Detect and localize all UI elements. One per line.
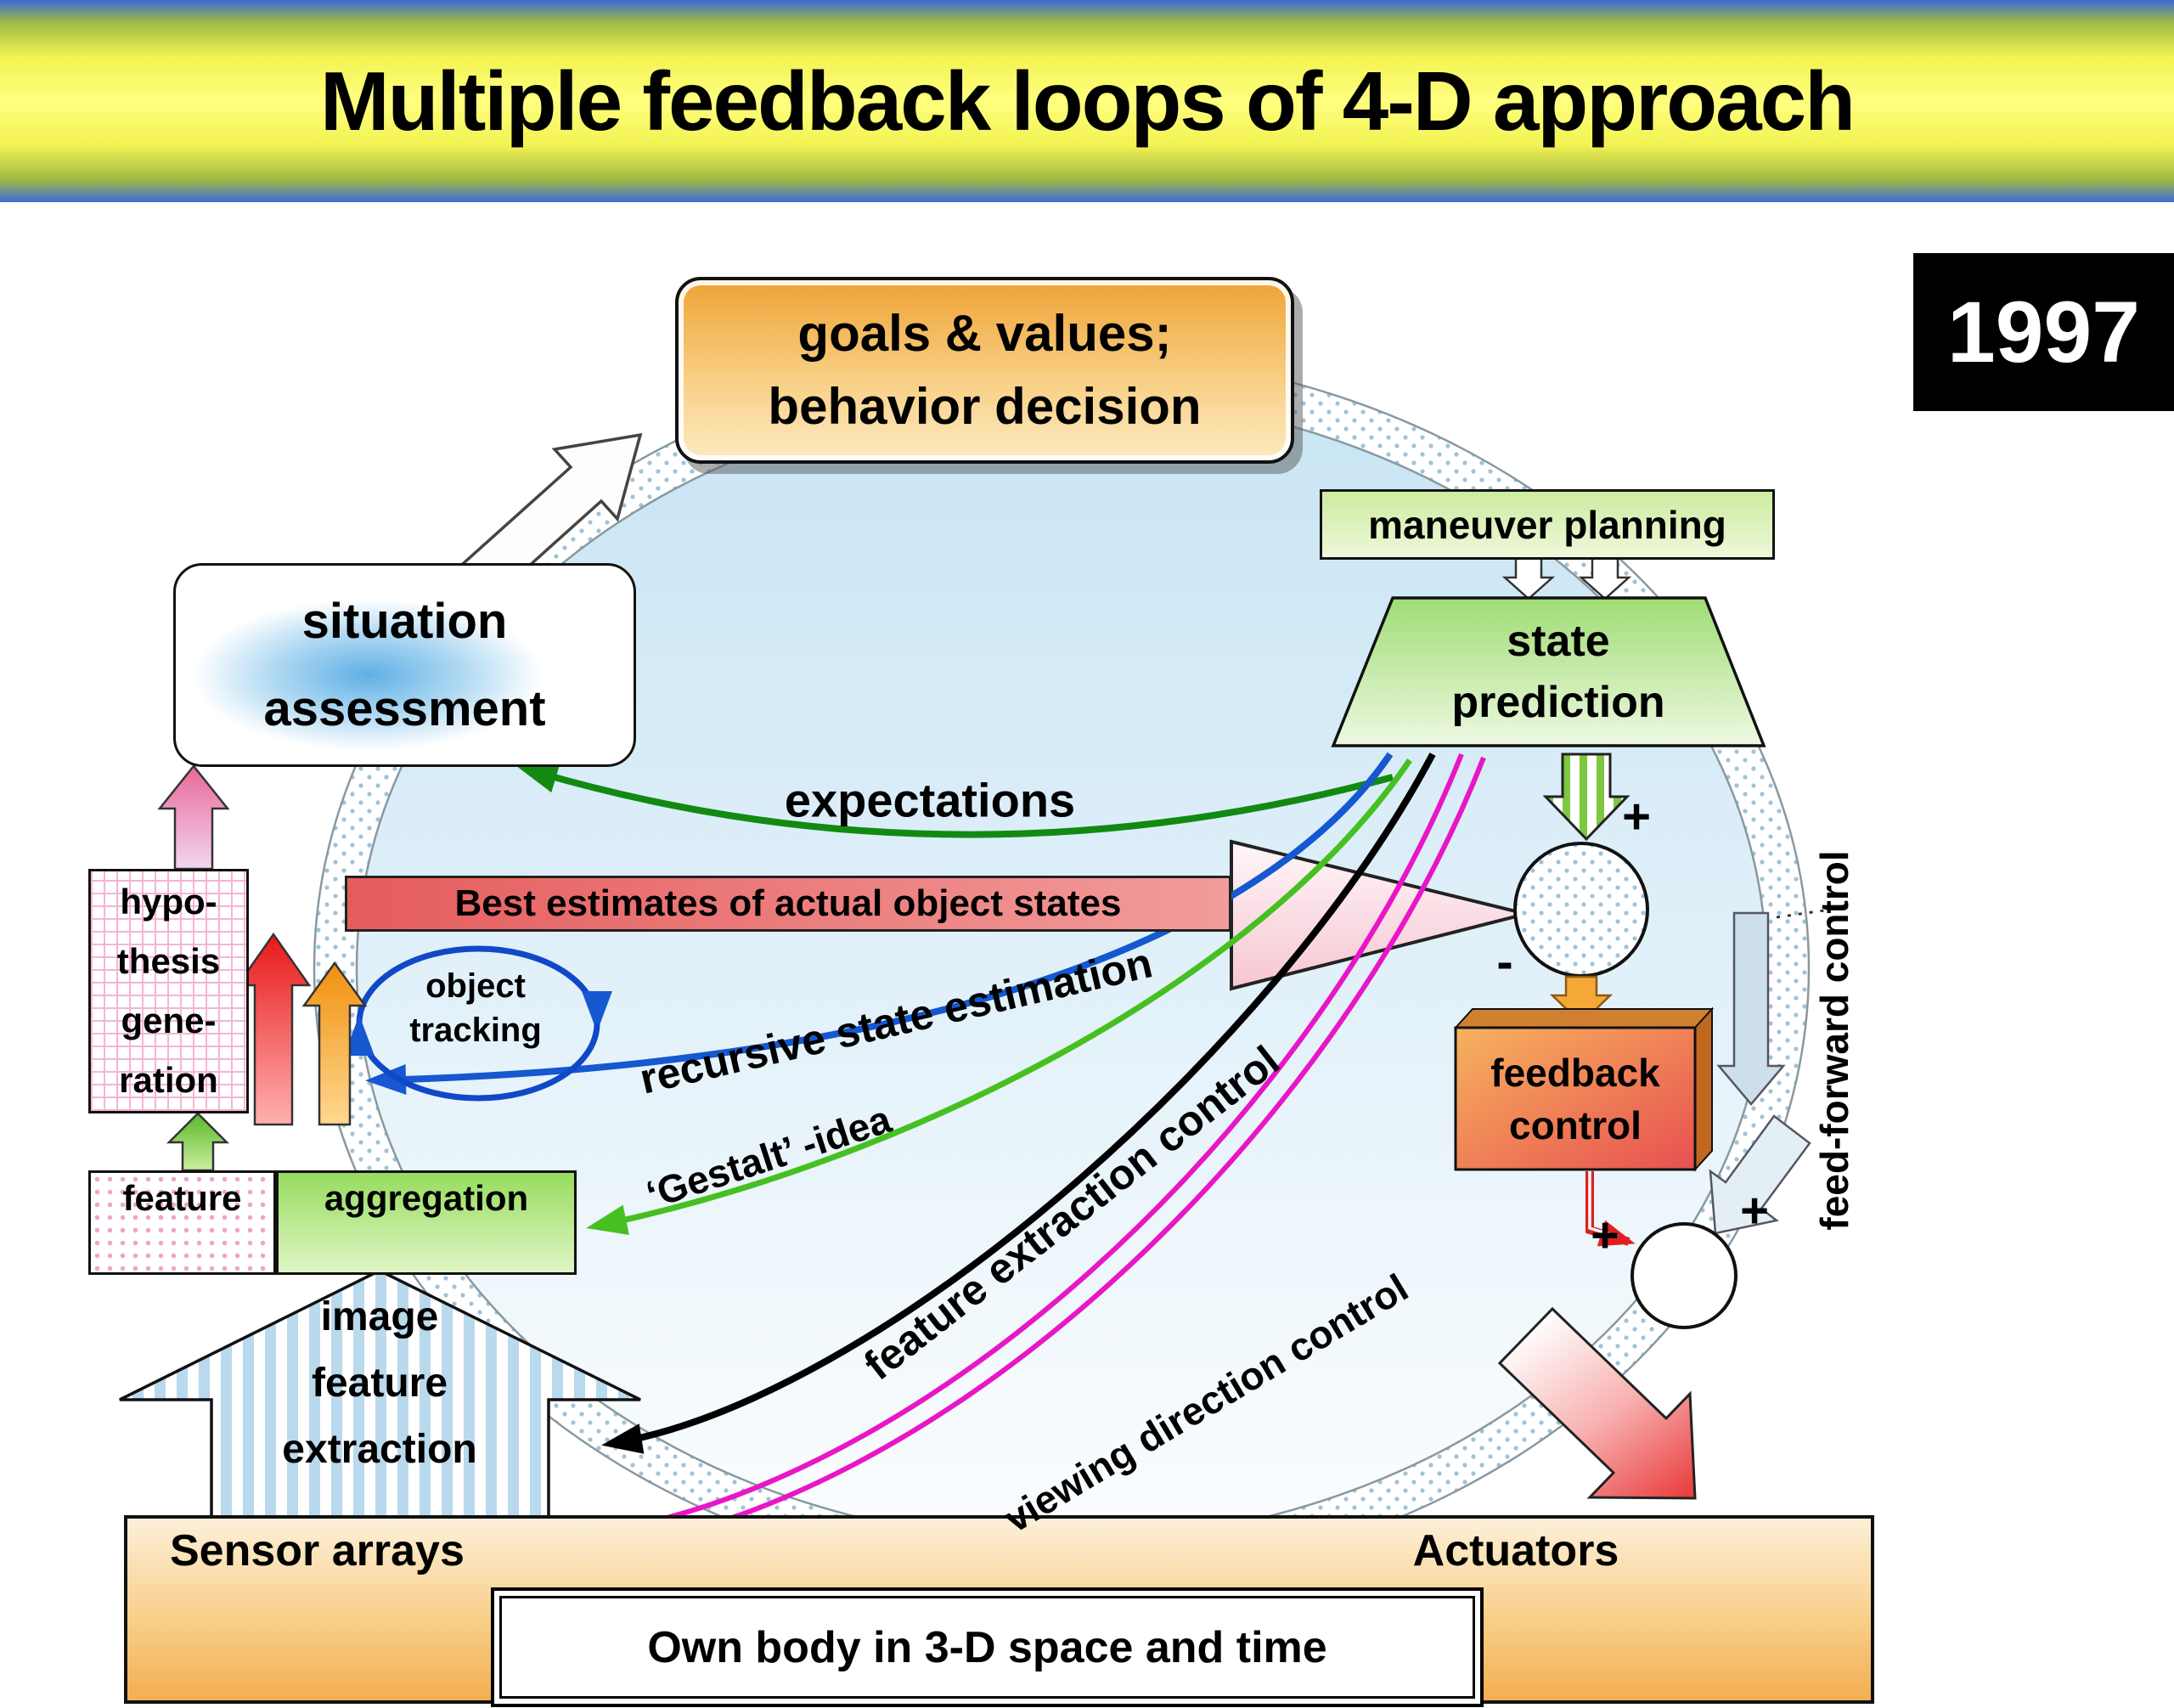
- state-prediction-label: state prediction: [1359, 598, 1758, 746]
- sensor-arrays-label: Sensor arrays: [170, 1526, 465, 1576]
- image-feature-extraction-label: image feature extraction: [197, 1284, 562, 1483]
- feedback-control-box-side: [1694, 1006, 1713, 1172]
- ife-line2: feature: [311, 1361, 448, 1406]
- plus-sign-top: +: [1622, 789, 1651, 844]
- gestalt-arrow: [586, 758, 1412, 1235]
- to-actuators-arrow: [1497, 1306, 1697, 1500]
- goals-values-box: goals & values; behavior decision: [675, 277, 1294, 464]
- goals-line1: goals & values;: [797, 305, 1172, 362]
- viewing-direction-control-arrow: [583, 756, 1486, 1562]
- expectations-arrow: [516, 763, 1394, 838]
- minus-sign: -: [1496, 934, 1513, 989]
- feedback-control-box-top: [1453, 1008, 1715, 1029]
- page-title: Multiple feedback loops of 4-D approach: [319, 54, 1856, 148]
- actuators-label: Actuators: [1412, 1526, 1619, 1576]
- state-prediction-shape: [1331, 596, 1766, 747]
- aggregation-up-red-arrow: [235, 932, 312, 1126]
- feed-forward-arrow: [1716, 911, 1786, 1106]
- feature-box: feature: [88, 1170, 276, 1275]
- feature-extraction-control-arrow: [601, 753, 1436, 1454]
- state-line1: state: [1507, 617, 1610, 666]
- situation-line1: situation: [301, 594, 508, 649]
- object-tracking-line1: object: [425, 967, 526, 1005]
- feature-to-hypothesis-arrow: [166, 1112, 230, 1172]
- viewing-direction-control-arrow: [579, 753, 1464, 1544]
- hypothesis-generation-box: hypo- thesis gene- ration: [88, 869, 249, 1113]
- ife-line3: extraction: [282, 1427, 477, 1472]
- feed-forward-to-node2-arrow: [1709, 1114, 1811, 1235]
- object-tracking-loop: [356, 945, 612, 1032]
- hypothesis-line4: ration: [119, 1060, 218, 1100]
- object-tracking-label: object tracking: [365, 964, 586, 1052]
- plus-sign-mid: +: [1591, 1208, 1619, 1263]
- goals-line2: behavior decision: [768, 378, 1202, 435]
- maneuver-to-state-arrow: [1501, 555, 1556, 600]
- situation-assessment-box: situation assessment: [173, 563, 636, 767]
- state-to-node-arrow: [1542, 753, 1630, 842]
- expectations-label: expectations: [784, 773, 1076, 827]
- state-line2: prediction: [1451, 678, 1665, 727]
- object-tracking-line2: tracking: [409, 1012, 542, 1049]
- maneuver-planning-box: maneuver planning: [1320, 489, 1775, 560]
- feedback-control-box: [1454, 1026, 1697, 1171]
- ife-line1: image: [320, 1294, 439, 1339]
- aggregation-box: aggregation: [276, 1170, 577, 1275]
- feedback-to-node2-arrow-inner: [1588, 1171, 1619, 1238]
- plus-sign-right: +: [1740, 1183, 1769, 1238]
- own-body-box: Own body in 3-D space and time: [499, 1596, 1475, 1699]
- hypothesis-line1: hypo-: [120, 882, 217, 922]
- maneuver-to-state-arrow: [1578, 555, 1632, 600]
- feedback-line2: control: [1509, 1102, 1642, 1147]
- title-bar: Multiple feedback loops of 4-D approach: [0, 0, 2174, 202]
- recursive-estimation-arrow: [365, 752, 1394, 1096]
- feedback-line1: feedback: [1490, 1050, 1660, 1095]
- hypothesis-line2: thesis: [116, 941, 221, 981]
- hypothesis-line3: gene-: [121, 1001, 217, 1040]
- year-badge: 1997: [1913, 253, 2174, 411]
- summation-node-1: [1513, 842, 1649, 978]
- best-estimates-bar: Best estimates of actual object states: [345, 876, 1231, 932]
- feedback-control-label: feedback control: [1456, 1028, 1695, 1170]
- situation-to-goals-arrow: [445, 432, 643, 614]
- feed-forward-control-label: feed-forward control: [1812, 850, 1856, 1231]
- situation-line2: assessment: [263, 681, 546, 736]
- summation-node-2: [1630, 1222, 1738, 1329]
- aggregation-up-orange-arrow: [301, 961, 368, 1126]
- object-tracking-loop: [344, 1015, 600, 1102]
- feed-forward-dotted-link: [1776, 909, 1825, 919]
- hypothesis-to-situation-arrow: [157, 764, 230, 871]
